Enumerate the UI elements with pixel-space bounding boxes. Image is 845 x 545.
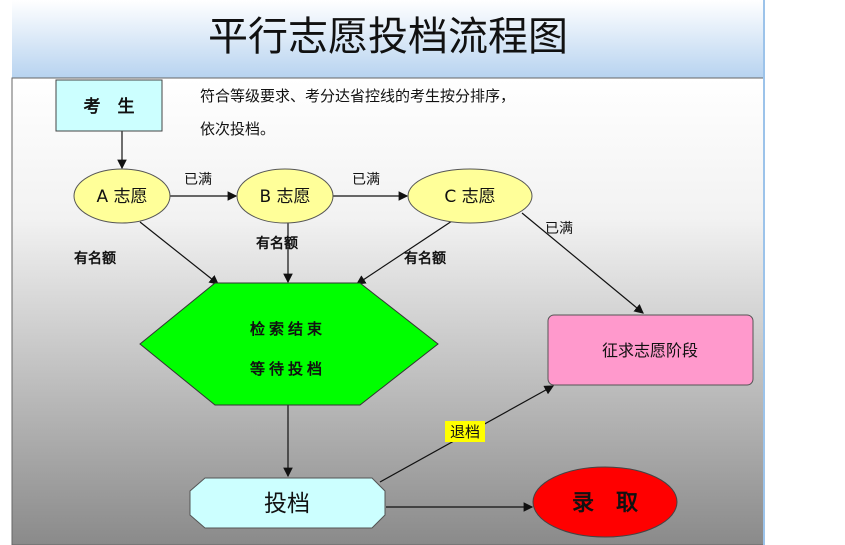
- label-b-full: 已满: [352, 172, 380, 188]
- reject-label-bg: [445, 421, 485, 442]
- search-complete-node: [139, 282, 439, 406]
- description-line-2: 依次投档。: [200, 120, 275, 138]
- label-c-quota: 有名额: [404, 250, 446, 267]
- student-label: 考 生: [83, 96, 135, 117]
- edge-a-to-search: [139, 221, 219, 285]
- search-label-line-1: 检索结束: [250, 320, 326, 338]
- edge-c-to-search: [355, 220, 453, 285]
- label-c-full: 已满: [545, 221, 573, 237]
- choice-a-label: A 志愿: [96, 187, 147, 207]
- label-a-full: 已满: [184, 172, 212, 188]
- label-b-quota: 有名额: [256, 235, 298, 252]
- admit-label: 录 取: [572, 491, 638, 516]
- solicit-stage-node: [547, 314, 754, 386]
- choice-c-node: [407, 168, 533, 224]
- admit-node: [532, 466, 678, 538]
- reject-label: 退档: [450, 423, 480, 441]
- label-a-quota: 有名额: [74, 250, 116, 267]
- choice-b-node: [236, 168, 334, 224]
- search-label-line-2: 等待投档: [250, 360, 326, 378]
- choice-c-label: C 志愿: [444, 187, 495, 207]
- description-line-1: 符合等级要求、考分达省控线的考生按分排序，: [200, 87, 515, 105]
- diagram-title: 平行志愿投档流程图: [208, 14, 568, 60]
- edge-c-to-solicit: [521, 212, 644, 314]
- submit-node: [189, 477, 386, 529]
- title-banner: [12, 0, 764, 78]
- submit-label: 投档: [264, 491, 310, 517]
- choice-a-node: [73, 168, 171, 224]
- student-box: [55, 79, 163, 132]
- solicit-stage-label: 征求志愿阶段: [602, 341, 698, 360]
- choice-b-label: B 志愿: [259, 187, 310, 207]
